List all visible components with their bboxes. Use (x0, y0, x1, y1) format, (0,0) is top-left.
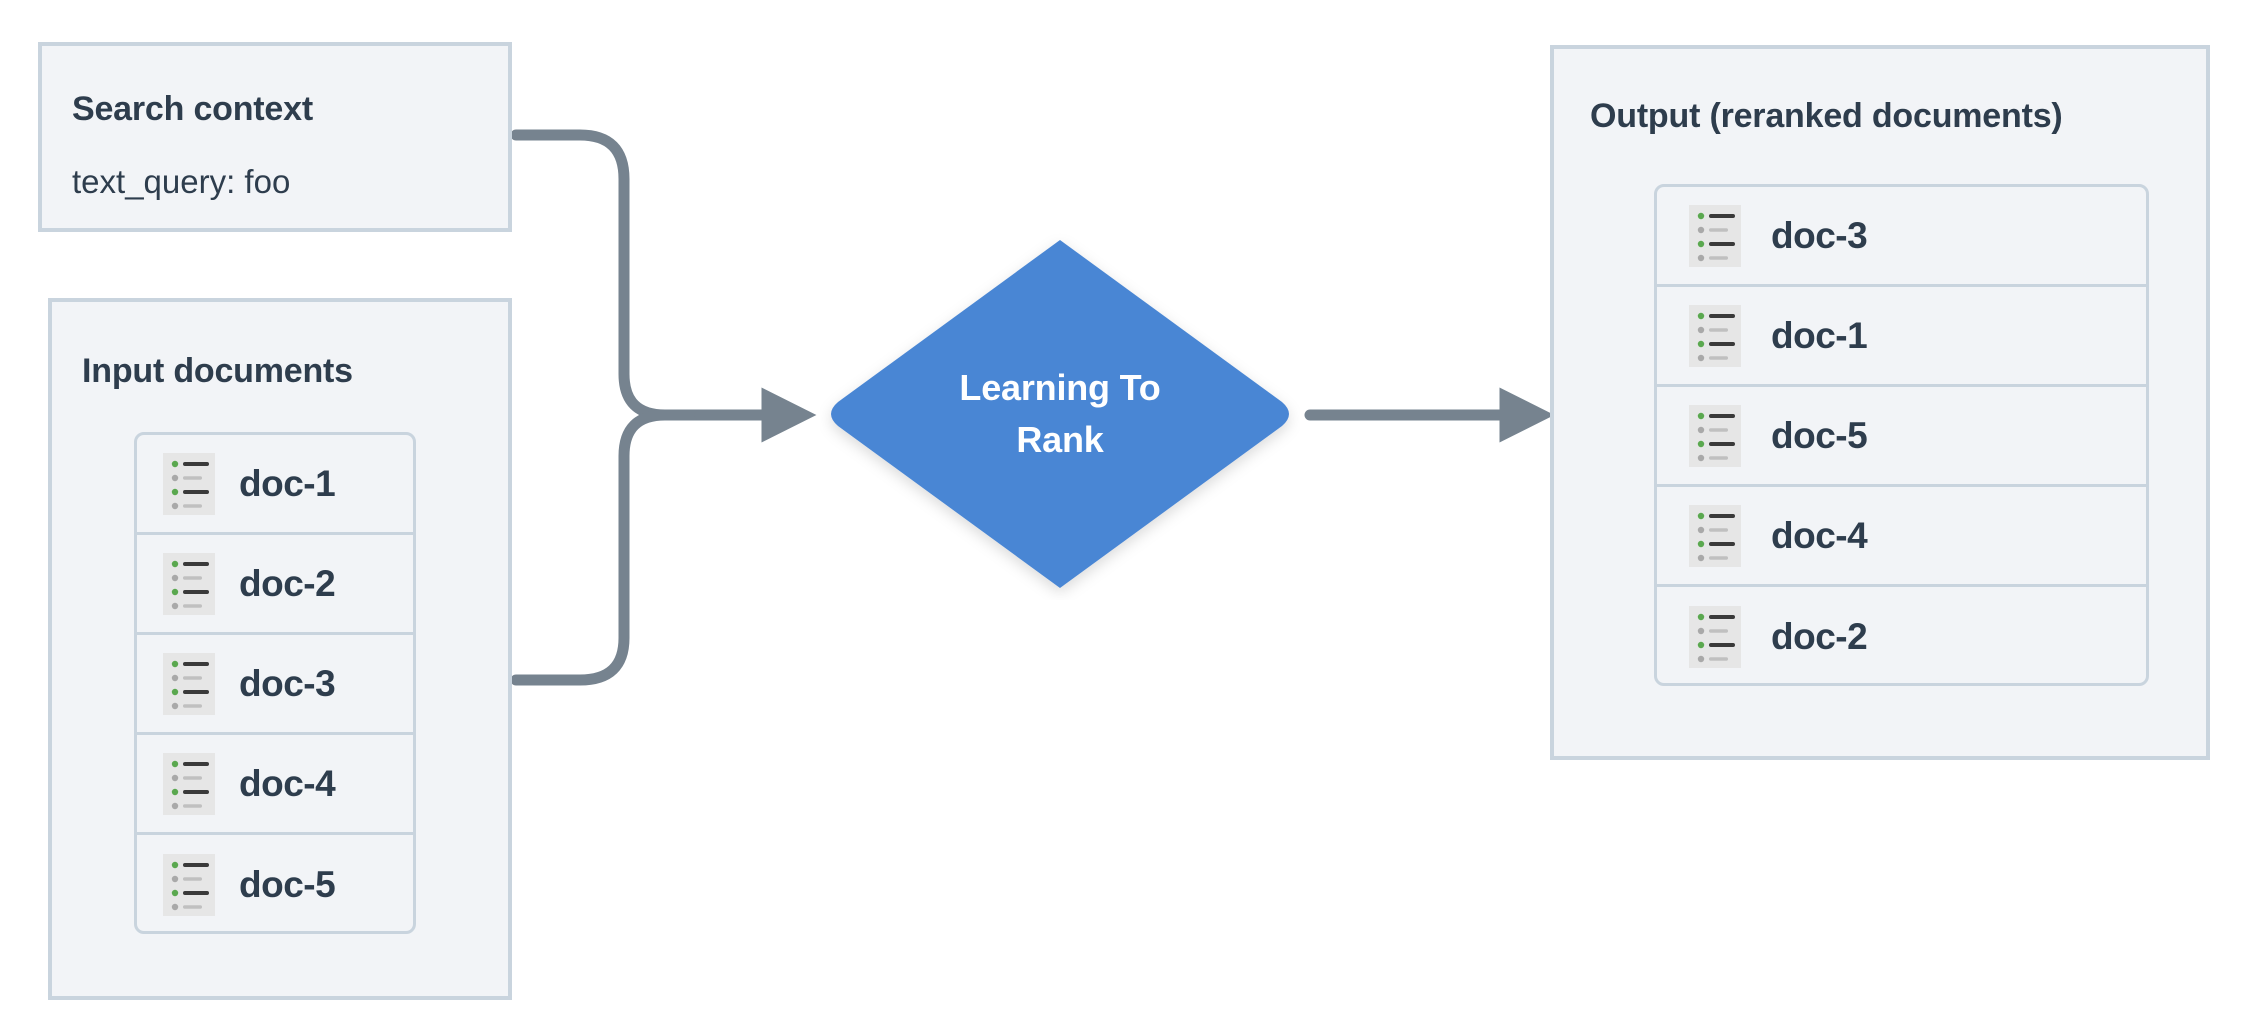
document-list-icon (1689, 606, 1741, 668)
document-list-icon (1689, 504, 1741, 567)
document-label: doc-4 (239, 762, 336, 804)
document-list-icon (163, 552, 215, 615)
input-documents-title: Input documents (82, 352, 353, 390)
document-row[interactable]: doc-5 (1657, 387, 2146, 487)
document-label: doc-5 (1771, 414, 1868, 456)
document-row[interactable]: doc-5 (137, 835, 413, 931)
document-label: doc-2 (239, 562, 336, 604)
document-row[interactable]: doc-4 (1657, 487, 2146, 587)
search-context-panel: Search context text_query: foo (38, 42, 512, 232)
connector-input-documents-to-ltr (510, 409, 746, 686)
document-label: doc-1 (239, 462, 336, 504)
search-context-query: text_query: foo (72, 163, 291, 200)
document-label: doc-4 (1771, 514, 1868, 556)
learning-to-rank-node[interactable]: Learning To Rank (820, 228, 1300, 600)
document-row[interactable]: doc-3 (137, 635, 413, 735)
document-list-icon (163, 854, 215, 916)
document-list-icon (163, 452, 215, 515)
document-list-icon (163, 652, 215, 715)
document-list-icon (1689, 204, 1741, 267)
document-list-icon (163, 752, 215, 815)
output-panel-title: Output (reranked documents) (1590, 97, 2063, 135)
document-label: doc-3 (239, 662, 336, 704)
document-list-icon (1689, 404, 1741, 467)
document-row[interactable]: doc-2 (1657, 587, 2146, 683)
document-row[interactable]: doc-1 (1657, 287, 2146, 387)
document-row[interactable]: doc-2 (137, 535, 413, 635)
diamond-shape (831, 240, 1289, 588)
document-list-icon (1689, 304, 1741, 367)
output-document-list: doc-3 doc-1 doc-5 doc-4 doc-2 (1654, 184, 2149, 686)
document-label: doc-3 (1771, 214, 1868, 256)
document-row[interactable]: doc-4 (137, 735, 413, 835)
document-label: doc-5 (239, 864, 336, 905)
document-label: doc-1 (1771, 314, 1868, 356)
document-label: doc-2 (1771, 616, 1868, 657)
connector-search-context-to-ltr (510, 129, 746, 421)
input-document-list: doc-1 doc-2 doc-3 doc-4 doc-5 (134, 432, 416, 934)
document-row[interactable]: doc-1 (137, 435, 413, 535)
document-row[interactable]: doc-3 (1657, 187, 2146, 287)
search-context-title: Search context (72, 90, 313, 128)
